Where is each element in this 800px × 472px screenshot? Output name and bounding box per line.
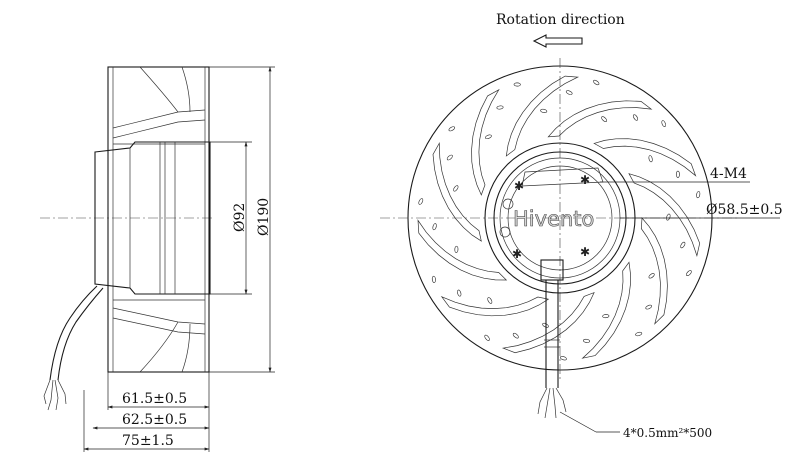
impeller-hole bbox=[565, 90, 573, 95]
hub-label-plate bbox=[521, 167, 604, 187]
impeller-hole bbox=[661, 120, 666, 127]
brand-watermark: Hivento bbox=[513, 207, 594, 231]
impeller-hole bbox=[645, 304, 653, 310]
callout-hub-diameter: Ø58.5±0.5 bbox=[706, 202, 783, 218]
ce-mark-icon bbox=[502, 198, 514, 210]
impeller-hole bbox=[418, 198, 424, 205]
front-view: Rotation direction ✱ ✱ ✱ ✱ Hivento bbox=[380, 12, 783, 440]
impeller-hole bbox=[648, 155, 653, 163]
dim-width-total: 75±1.5 bbox=[122, 433, 174, 449]
callout-4-m4: 4-M4 bbox=[710, 166, 747, 182]
impeller-blade bbox=[417, 219, 508, 281]
impeller-hole bbox=[696, 191, 701, 199]
impeller-hole bbox=[448, 126, 456, 132]
rotation-arrow-icon bbox=[532, 34, 583, 48]
impeller-hole bbox=[485, 134, 492, 140]
rotation-direction-label: Rotation direction bbox=[496, 12, 625, 28]
impeller-hole bbox=[453, 185, 459, 192]
svg-text:✱: ✱ bbox=[514, 179, 524, 193]
impeller-hole bbox=[446, 154, 453, 161]
impeller-hole bbox=[496, 105, 504, 110]
impeller-blade bbox=[505, 75, 580, 157]
svg-text:✱: ✱ bbox=[580, 173, 590, 187]
impeller-blade bbox=[501, 291, 595, 354]
dim-diameter-92: Ø92 bbox=[232, 203, 248, 232]
cable-grommet bbox=[540, 259, 564, 281]
dim-width-mid: 62.5±0.5 bbox=[122, 412, 187, 428]
impeller-blade bbox=[640, 217, 668, 325]
impeller-hole bbox=[666, 213, 671, 221]
impeller-blade bbox=[628, 173, 701, 257]
impeller-hole bbox=[635, 331, 643, 337]
impeller-hole bbox=[457, 289, 462, 297]
impeller-blades bbox=[417, 75, 701, 359]
impeller-hole bbox=[487, 297, 493, 304]
side-cable bbox=[49, 285, 98, 381]
ground-symbol-icon bbox=[499, 226, 511, 238]
dim-diameter-190: Ø190 bbox=[256, 198, 272, 236]
svg-text:✱: ✱ bbox=[580, 245, 590, 259]
side-view: Ø92 Ø190 61.5±0.5 62.5±0.5 75±1.5 bbox=[40, 66, 275, 452]
impeller-blade bbox=[440, 296, 550, 317]
impeller-hole bbox=[431, 275, 436, 283]
impeller-hole bbox=[432, 223, 437, 231]
side-outer-frame bbox=[107, 66, 210, 373]
impeller-hole bbox=[675, 170, 680, 178]
impeller-hole bbox=[593, 79, 600, 86]
impeller-blade bbox=[547, 100, 653, 138]
impeller-hole bbox=[686, 270, 692, 277]
impeller-hole bbox=[512, 332, 519, 339]
impeller-hole bbox=[680, 241, 686, 249]
impeller-hole bbox=[602, 314, 610, 319]
impeller-blade bbox=[581, 261, 631, 359]
impeller-hole bbox=[559, 356, 567, 361]
impeller-hole bbox=[648, 273, 655, 279]
side-cable-wires bbox=[43, 379, 67, 411]
impeller-hole bbox=[454, 245, 459, 253]
impeller-blade bbox=[471, 88, 500, 196]
impeller-hole bbox=[582, 338, 591, 343]
impeller-blade bbox=[593, 138, 697, 177]
svg-text:✱: ✱ bbox=[512, 247, 522, 261]
dim-width-inner: 61.5±0.5 bbox=[122, 391, 187, 407]
impeller-hole bbox=[540, 108, 548, 113]
hub-screws: ✱ ✱ ✱ ✱ bbox=[512, 173, 590, 261]
impeller-holes bbox=[418, 79, 701, 361]
callout-cable-spec: 4*0.5mm²*500 bbox=[623, 426, 712, 440]
impeller-blade bbox=[432, 141, 482, 242]
impeller-hole bbox=[484, 334, 490, 341]
impeller-hole bbox=[632, 114, 639, 121]
front-cable-wires bbox=[537, 387, 567, 419]
impeller-hole bbox=[513, 82, 521, 87]
impeller-hole bbox=[601, 116, 608, 122]
